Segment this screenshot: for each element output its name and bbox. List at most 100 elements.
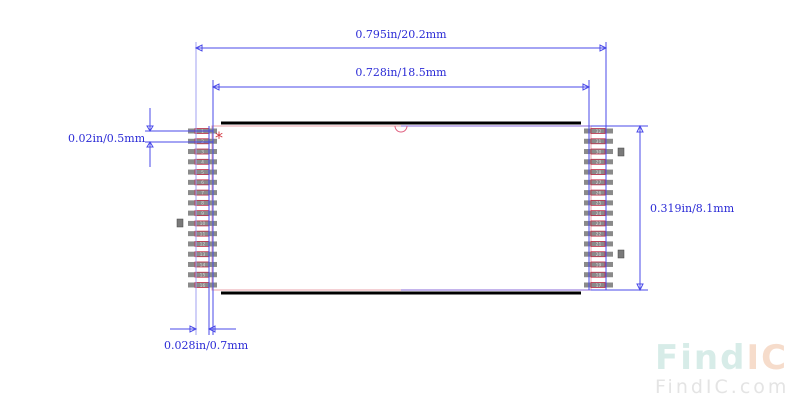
pad-number: 17 xyxy=(596,283,602,289)
pad-outline xyxy=(590,189,606,196)
findic-watermark: FindIC FindIC.com xyxy=(655,338,790,398)
dim-pad-width xyxy=(170,290,236,335)
watermark-url: FindIC.com xyxy=(655,376,790,398)
pad-number: 22 xyxy=(596,231,602,237)
pad-number: 15 xyxy=(200,273,206,279)
pad-29: 29 xyxy=(584,158,613,166)
pad-outline xyxy=(590,230,606,237)
pad-copper xyxy=(188,200,217,206)
pad-32: 32 xyxy=(584,128,613,135)
pad-27: 27 xyxy=(584,179,613,186)
pad-number: 25 xyxy=(596,201,602,207)
pad-outline xyxy=(590,261,606,268)
pad-copper xyxy=(584,169,613,175)
pad-copper xyxy=(188,282,217,288)
pad-copper xyxy=(584,282,613,288)
dim-body-height-label: 0.319in/8.1mm xyxy=(650,202,735,215)
pad-22: 22 xyxy=(584,230,613,237)
pad-number: 18 xyxy=(596,273,602,279)
pad-copper xyxy=(584,261,613,267)
pad-number: 4 xyxy=(201,160,204,166)
pad-outline xyxy=(590,169,606,175)
pad-number: 30 xyxy=(596,149,602,155)
pad-copper xyxy=(188,251,217,257)
pad-copper xyxy=(188,138,217,144)
pad-number: 8 xyxy=(201,201,204,207)
fiducial-right-bottom xyxy=(617,249,625,259)
pad-number: 26 xyxy=(596,190,602,196)
pad-number: 27 xyxy=(596,180,602,186)
pad-copper xyxy=(584,159,613,165)
pad-18: 18 xyxy=(584,271,613,279)
pad-outline xyxy=(590,210,606,217)
pad-number: 13 xyxy=(200,252,206,258)
pad-number: 3 xyxy=(201,149,204,155)
pad-20: 20 xyxy=(584,251,613,258)
pad-copper xyxy=(584,241,613,247)
dim-pin-pitch xyxy=(145,108,213,167)
pad-copper xyxy=(584,138,613,144)
pad-copper xyxy=(188,190,217,196)
pad-number: 31 xyxy=(596,139,602,145)
pad-copper xyxy=(188,261,217,267)
pad-copper xyxy=(584,251,613,257)
body-outline xyxy=(211,125,592,291)
fiducial-left xyxy=(176,218,184,228)
pad-number: 20 xyxy=(596,252,602,258)
pad-copper xyxy=(188,149,217,155)
pad-outline xyxy=(590,199,606,206)
pad-31: 31 xyxy=(584,138,613,145)
pad-number: 16 xyxy=(200,283,206,289)
pad-number: 24 xyxy=(596,211,602,217)
pad-outline xyxy=(590,282,606,288)
pad-number: 23 xyxy=(596,221,602,227)
pad-23: 23 xyxy=(584,220,613,227)
pad-outline xyxy=(590,220,606,227)
pad-copper xyxy=(584,149,613,155)
pad-19: 19 xyxy=(584,261,613,268)
pad-number: 32 xyxy=(596,129,602,135)
pad-copper xyxy=(188,272,217,278)
pad-17: 17 xyxy=(584,282,613,289)
pad-number: 10 xyxy=(200,221,206,227)
pad-copper xyxy=(188,169,217,175)
pad-number: 7 xyxy=(201,190,204,196)
pad-copper xyxy=(584,231,613,237)
pad-copper xyxy=(584,179,613,185)
pad-copper xyxy=(584,220,613,226)
pad-copper xyxy=(188,159,217,165)
pad-number: 9 xyxy=(201,211,204,217)
pad-outline xyxy=(590,138,606,145)
pad-number: 29 xyxy=(596,160,602,166)
pad-number: 14 xyxy=(200,262,206,268)
dim-body-width-label: 0.728in/18.5mm xyxy=(355,66,447,79)
pad-26: 26 xyxy=(584,189,613,196)
dim-body-width xyxy=(211,80,591,335)
pad-outline xyxy=(590,179,606,186)
pad-copper xyxy=(188,241,217,247)
dim-body-height xyxy=(591,124,648,292)
pin1-notch xyxy=(394,125,408,133)
pad-number: 21 xyxy=(596,242,602,248)
pad-outline xyxy=(590,241,606,247)
pad-copper xyxy=(188,210,217,216)
pad-number: 6 xyxy=(201,180,204,186)
pad-24: 24 xyxy=(584,210,613,217)
watermark-logo: FindIC xyxy=(655,338,789,378)
fiducial-right-top xyxy=(617,147,625,157)
pad-copper xyxy=(584,210,613,216)
pad-outline xyxy=(590,158,606,165)
pad-30: 30 xyxy=(584,148,613,155)
pad-copper xyxy=(584,128,613,134)
dim-pad-width-label: 0.028in/0.7mm xyxy=(164,339,249,352)
pad-number: 1 xyxy=(201,129,204,135)
pad-outline xyxy=(590,251,606,258)
dim-overall-width-label: 0.795in/20.2mm xyxy=(355,28,447,41)
pad-number: 11 xyxy=(200,231,206,237)
pin1-marker: * xyxy=(215,128,223,147)
watermark-find: Find xyxy=(655,338,747,378)
pad-number: 5 xyxy=(201,170,204,176)
dim-pin-pitch-label: 0.02in/0.5mm xyxy=(68,132,146,145)
watermark-ic: IC xyxy=(746,338,789,378)
